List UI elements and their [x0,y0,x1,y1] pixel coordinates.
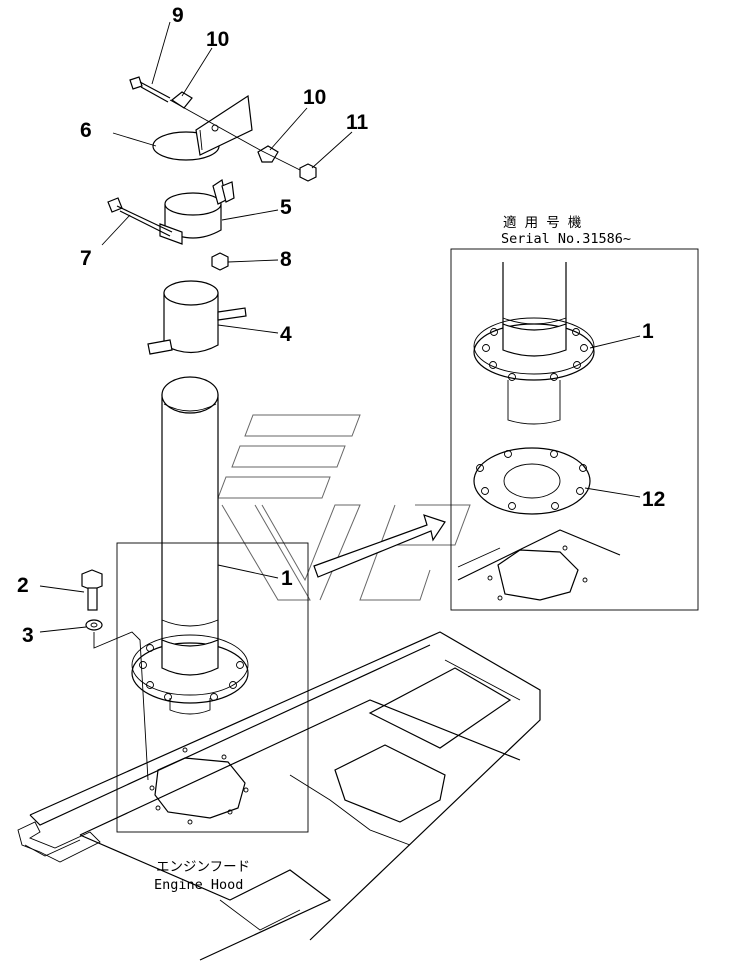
callout-4: 4 [280,323,292,346]
callout-3: 3 [22,624,34,647]
callout-1-main: 1 [281,567,293,590]
assembly-axis [169,99,301,171]
nut-part-8 [211,252,229,271]
engine-hood-label-jp: エンジンフード [156,859,250,875]
clamp-part-5 [159,179,235,245]
bolt-part-2 [81,569,103,611]
callout-5: 5 [280,196,292,219]
leader-lines [39,21,641,633]
exhaust-pipe-main [131,376,249,715]
sleeve-part-4 [147,280,247,355]
detail-frame-right [450,248,699,611]
callout-7: 7 [80,247,92,270]
watermark-logo [217,414,471,601]
nut-part-11 [299,163,317,182]
hood-cutout-detail [457,529,621,601]
bolt-alignment-line [93,631,149,781]
serial-number-label: Serial No.31586~ [501,231,631,247]
applicability-label-jp: 適 用 号 機 [503,214,582,231]
callout-6: 6 [80,119,92,142]
exhaust-pipe-detail [473,262,595,425]
callout-10-upper: 10 [206,28,229,51]
callout-11: 11 [346,111,369,134]
gasket-part-12 [473,447,591,515]
bolt-part-9 [129,76,171,103]
washer-part-3 [85,619,103,631]
detail-arrow [313,514,446,578]
callout-8: 8 [280,248,292,271]
engine-hood-panel [17,631,541,961]
callout-12: 12 [642,488,665,511]
callout-2: 2 [17,574,29,597]
bushing-part-10-upper [170,91,193,109]
callout-1-detail: 1 [642,320,654,343]
engine-hood-label-en: Engine Hood [154,877,243,893]
callout-10-lower: 10 [303,86,326,109]
hood-flange-cutout-left [149,747,249,825]
bolt-part-7 [107,197,173,237]
rain-cap-part-6 [152,94,253,161]
callout-9: 9 [172,4,184,27]
callout-frame-left [116,542,309,833]
